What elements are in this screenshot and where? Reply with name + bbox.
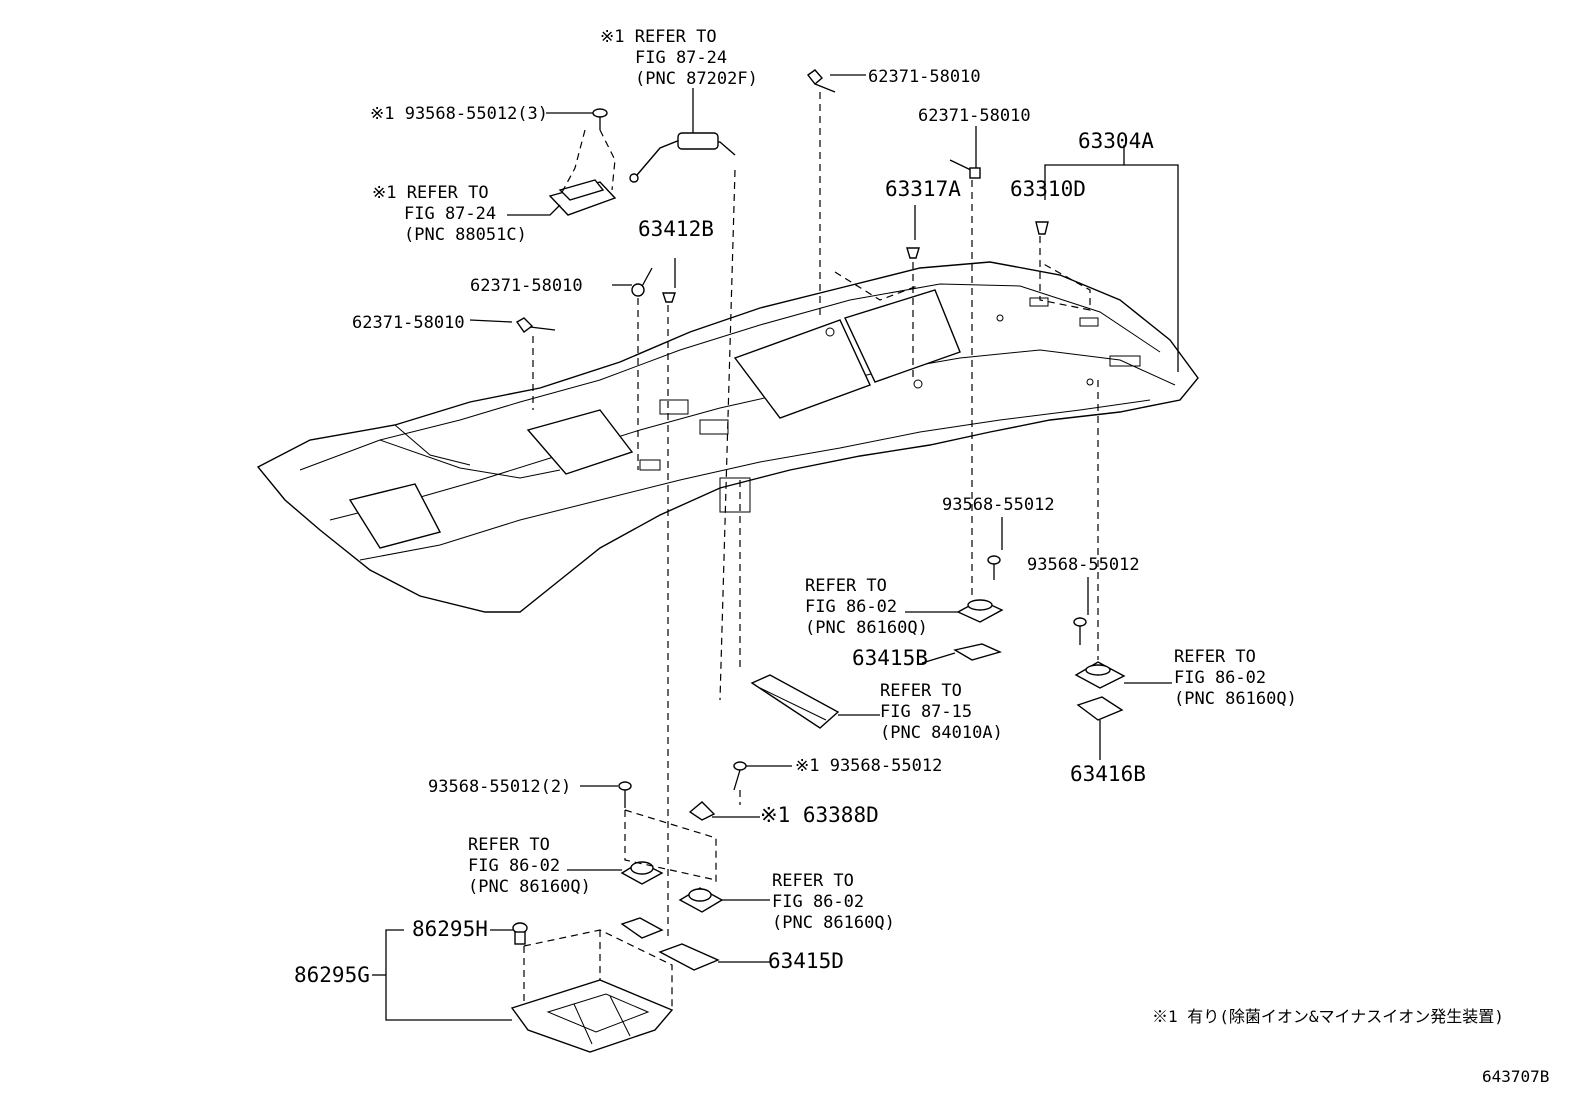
label-ref-86160q-a3: (PNC 86160Q) (805, 618, 928, 638)
clip-icon (515, 317, 556, 333)
label-ref-88051c-1: ※1 REFER TO (372, 183, 489, 203)
speaker-icon (956, 599, 1004, 623)
clip-63412b-icon (662, 292, 676, 303)
label-93568-55012-3: ※1 93568-55012(3) (370, 104, 548, 124)
label-ref-84010a-2: FIG 87-15 (880, 702, 972, 722)
label-93568-55012-m: ※1 93568-55012 (795, 756, 942, 776)
bracket-63415b-icon (953, 643, 1003, 661)
label-ref-86160q-d3: (PNC 86160Q) (772, 913, 895, 933)
bolt-icon (987, 555, 1001, 580)
bolt-icon (592, 108, 608, 130)
label-62371-58010-b: 62371-58010 (352, 313, 465, 333)
leader-lines (372, 74, 1179, 1021)
label-ref-84010a-1: REFER TO (880, 681, 962, 701)
footnote: ※1 有り(除菌イオン&マイナスイオン発生装置) (1152, 1007, 1504, 1026)
label-63416b: 63416B (1070, 762, 1146, 786)
label-ref-84010a-3: (PNC 84010A) (880, 723, 1003, 743)
label-ref-87202f-1: ※1 REFER TO (600, 27, 717, 47)
clip-86295h-icon (512, 922, 528, 945)
label-63412b: 63412B (638, 217, 714, 241)
label-62371-58010-a: 62371-58010 (470, 276, 583, 296)
bolt-icon (1073, 617, 1087, 645)
label-ref-86160q-b1: REFER TO (1174, 647, 1256, 667)
label-ref-86160q-c1: REFER TO (468, 835, 550, 855)
ion-generator-module (548, 129, 617, 216)
bracket-63388d-icon (688, 801, 716, 821)
label-93568-55012-2: 93568-55012(2) (428, 777, 571, 797)
speaker-icon (678, 887, 724, 913)
label-ref-86160q-a1: REFER TO (805, 576, 887, 596)
figure-id: 643707B (1482, 1067, 1549, 1086)
label-62371-58010-c: 62371-58010 (868, 67, 981, 87)
dome-lamp-86295g (510, 979, 674, 1053)
clip-63317a-icon (906, 247, 920, 259)
label-ref-88051c-3: (PNC 88051C) (404, 225, 527, 245)
label-63304a: 63304A (1078, 129, 1154, 153)
label-ref-86160q-c3: (PNC 86160Q) (468, 877, 591, 897)
label-ref-88051c-2: FIG 87-24 (404, 204, 496, 224)
label-ref-86160q-d2: FIG 86-02 (772, 892, 864, 912)
label-63310d: 63310D (1010, 177, 1086, 201)
label-93568-55012-r1: 93568-55012 (942, 495, 1055, 515)
label-ref-87202f-2: FIG 87-24 (635, 48, 727, 68)
speaker-icon (620, 861, 664, 885)
label-ref-86160q-b2: FIG 86-02 (1174, 668, 1266, 688)
label-ref-86160q-a2: FIG 86-02 (805, 597, 897, 617)
map-lamp-icon (750, 674, 840, 729)
clip-icon (806, 69, 836, 93)
label-86295h: 86295H (412, 917, 488, 941)
label-63317a: 63317A (885, 177, 961, 201)
label-ref-86160q-c2: FIG 86-02 (468, 856, 560, 876)
plate-63416b-icon (1076, 696, 1124, 721)
label-62371-58010-d: 62371-58010 (918, 106, 1031, 126)
label-63388d: ※1 63388D (760, 803, 879, 827)
part-labels: ※1 REFER TO FIG 87-24 (PNC 87202F) ※1 93… (294, 27, 1549, 1086)
label-ref-86160q-d1: REFER TO (772, 871, 854, 891)
assembly-lines (523, 92, 1099, 1008)
clip-icon (631, 267, 653, 297)
bolt-icon (618, 781, 632, 808)
clip-63310d-icon (1035, 221, 1049, 235)
wire-harness (629, 132, 736, 183)
label-ref-87202f-3: (PNC 87202F) (635, 69, 758, 89)
clip-icon (949, 159, 981, 179)
speaker-icon (1074, 661, 1126, 689)
bracket-63415d-icon (620, 917, 720, 971)
label-86295g: 86295G (294, 963, 370, 987)
label-93568-55012-r2: 93568-55012 (1027, 555, 1140, 575)
label-ref-86160q-b3: (PNC 86160Q) (1174, 689, 1297, 709)
label-63415b: 63415B (852, 646, 928, 670)
label-63415d: 63415D (768, 949, 844, 973)
bolt-icon (733, 761, 747, 791)
